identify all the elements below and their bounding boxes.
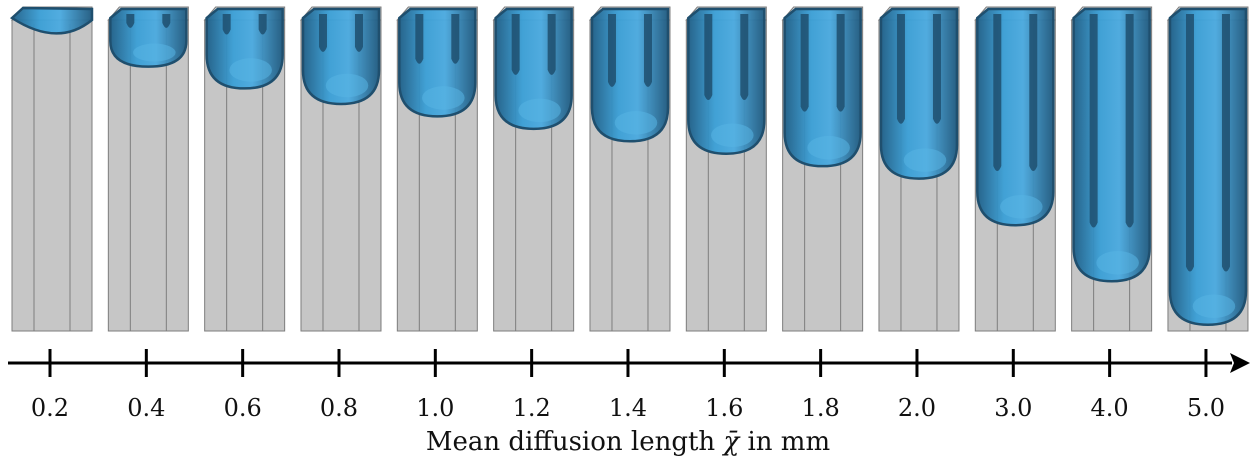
melt-pool [1168,7,1248,327]
length-axis: 0.2 0.4 0.6 0.8 1.0 1.2 1.4 1.6 1.8 2.0 3.0 4.0 5.0 [8,349,1250,422]
axis-tick-label: 1.8 [802,394,840,422]
column-1 [9,6,94,332]
melt-pool-fin [126,14,135,28]
column-12 [1070,6,1153,332]
melt-pool-highlight [614,111,658,135]
melt-pool-highlight [518,98,561,123]
axis-tick-label: 5.0 [1187,394,1225,422]
column-3 [203,6,286,332]
melt-pool-highlight [1000,195,1043,219]
melt-pool-fin [932,14,941,124]
column-10 [877,6,960,332]
axis-tick-label: 0.4 [127,394,165,422]
axis-tick-label: 0.2 [31,394,69,422]
column-6 [492,6,575,332]
column-11 [974,6,1056,332]
axis-tick-label: 1.6 [705,394,743,422]
column-5 [396,6,478,332]
melt-pool-fin [800,14,809,112]
melt-pool [9,6,94,35]
axis-title-unit: in mm [747,427,830,457]
axis-tick-label: 2.0 [898,394,936,422]
melt-pool [1072,7,1151,283]
axis-tick-label: 0.6 [224,394,262,422]
melt-pool-fin [318,14,327,52]
arrow-right-icon [1230,353,1250,373]
melt-pool-fin [451,14,460,64]
melt-pool-highlight [1192,294,1236,319]
column-4 [299,6,382,332]
column-2 [107,6,189,332]
axis-ticks [48,349,1208,377]
axis-title-text: Mean diffusion length [426,427,716,457]
melt-pool-fin [836,14,845,112]
melt-pool [976,7,1055,227]
melt-pool-fin [258,14,267,35]
melt-pool-highlight [711,123,754,148]
melt-pool-fin [643,14,652,87]
melt-pool-highlight [325,73,369,98]
melt-pool-fin [1185,14,1194,272]
axis-tick-label: 0.8 [320,394,358,422]
column-body [11,19,93,332]
melt-pool-highlight [903,148,947,172]
melt-pool-highlight [133,43,176,62]
melt-pool-fin [740,14,749,101]
column-7 [588,6,671,332]
melt-pool-fin [704,14,713,101]
column-series [9,6,1249,332]
axis-tick-label: 3.0 [994,394,1032,422]
column-8 [685,6,767,332]
axis-tick-labels: 0.2 0.4 0.6 0.8 1.0 1.2 1.4 1.6 1.8 2.0 3.0 4.0 5.0 [31,394,1225,422]
melt-pool-fin [354,14,363,52]
melt-pool-fin [415,14,424,64]
melt-pool-fin [896,14,905,124]
melt-pool-fin [993,14,1002,172]
melt-pool-fin [511,14,520,75]
melt-pool-fin [222,14,231,35]
axis-tick-label: 1.4 [609,394,647,422]
melt-pool-highlight [229,58,272,82]
melt-pool-highlight [422,86,465,110]
melt-pool-fin [1221,14,1230,272]
melt-pool-fin [1029,14,1038,172]
melt-pool-fin [1089,14,1098,228]
melt-pool-fin [162,14,171,28]
axis-title: Mean diffusion length χ̄ in mm [426,427,830,457]
melt-pool-highlight [807,135,850,160]
axis-tick-label: 4.0 [1091,394,1129,422]
melt-pool-highlight [1096,251,1139,275]
melt-pool-fin [607,14,616,87]
axis-tick-label: 1.0 [416,394,454,422]
melt-pool-fin [1125,14,1134,228]
column-13 [1166,6,1249,332]
axis-tick-label: 1.2 [513,394,551,422]
column-9 [781,6,864,332]
axis-title-symbol: χ̄ [721,427,741,457]
melt-pool-fin [547,14,556,75]
